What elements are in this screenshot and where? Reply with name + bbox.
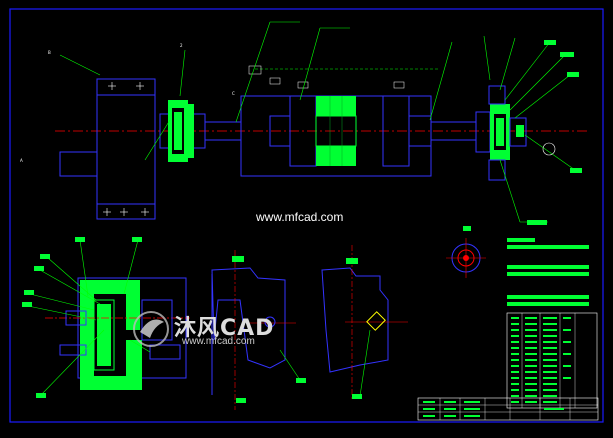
drawing-frame <box>9 8 604 423</box>
mfcad-logo: 沐风CAD www.mfcad.com <box>130 306 305 354</box>
svg-text:A: A <box>20 158 23 163</box>
housing-detail-view <box>321 245 408 400</box>
technical-notes-block <box>507 238 589 306</box>
logo-url: www.mfcad.com <box>182 336 255 347</box>
svg-text:B: B <box>48 50 51 55</box>
flange-detail-circle <box>446 226 486 278</box>
gearbox-section-view <box>22 237 190 398</box>
watermark-url: www.mfcad.com <box>256 210 344 224</box>
svg-text:2: 2 <box>180 43 183 48</box>
parts-list-table <box>506 312 598 409</box>
main-shaft-assembly: B A 2 C <box>20 21 590 225</box>
logo-text: 沐风CAD <box>174 316 275 341</box>
bracket-detail-view <box>211 250 306 410</box>
svg-text:C: C <box>232 91 235 96</box>
title-block <box>417 397 599 421</box>
logo-emblem-icon <box>133 311 169 347</box>
